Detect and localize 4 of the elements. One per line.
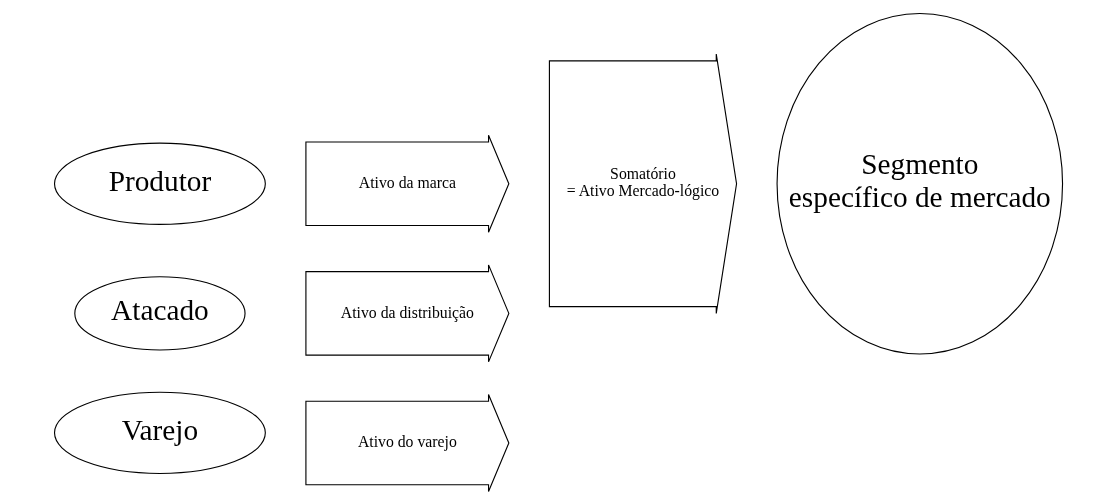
- node-ellipse: Varejo: [53, 391, 266, 474]
- node-ellipse: Atacado: [73, 275, 246, 351]
- node-ellipse: Segmento específico de mercado: [776, 12, 1063, 355]
- node-ellipse: Produtor: [53, 142, 266, 225]
